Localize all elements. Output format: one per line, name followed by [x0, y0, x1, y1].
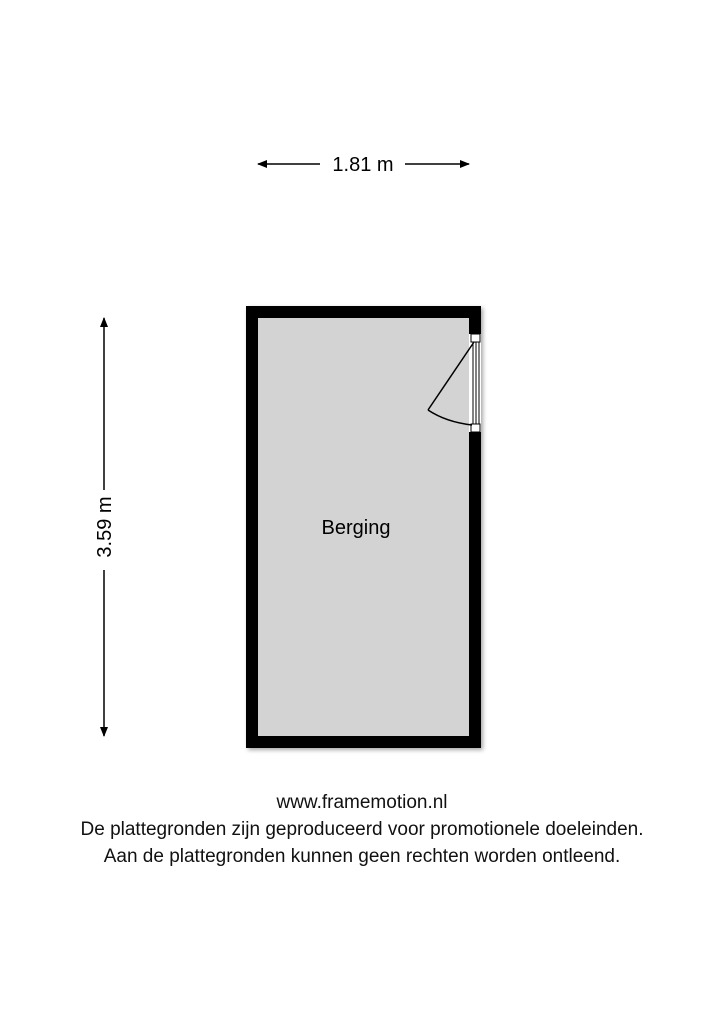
door-leaf	[427, 341, 475, 411]
door-jamb-bottom	[470, 423, 481, 433]
website-link: www.framemotion.nl	[276, 792, 448, 813]
room-label: Berging	[322, 517, 391, 539]
door-swing-arc	[427, 409, 473, 426]
door-opening	[469, 334, 481, 432]
door-jamb-top	[470, 333, 481, 343]
width-dimension: 1.81 m	[257, 154, 470, 176]
disclaimer-line-1: De plattegronden zijn geproduceerd voor …	[80, 819, 644, 840]
floor	[258, 318, 469, 736]
height-dimension: 3.59 m	[94, 317, 116, 737]
height-label: 3.59 m	[94, 496, 116, 557]
room-berging: Berging	[246, 306, 481, 748]
width-label: 1.81 m	[332, 154, 393, 176]
disclaimer-line-2: Aan de plattegronden kunnen geen rechten…	[103, 846, 621, 867]
